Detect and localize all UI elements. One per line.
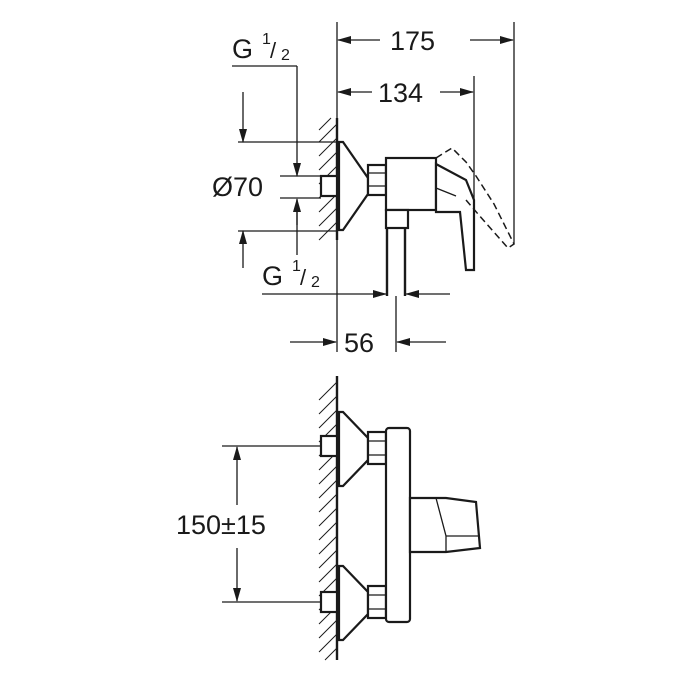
outlet-thread-label: G 1 / 2 — [262, 258, 450, 298]
lever-handle-side — [434, 162, 476, 272]
outlet-offset-value: 56 — [344, 328, 374, 358]
mixer-body-side — [384, 156, 438, 212]
depth-to-outlet-value: 134 — [378, 78, 423, 108]
inlet-thread-slash: / — [270, 38, 277, 63]
overall-depth-value: 175 — [390, 26, 435, 56]
inlet-pipe-side — [319, 174, 339, 198]
lever-handle-front — [408, 496, 482, 554]
outlet-thread-num: 1 — [292, 258, 301, 275]
wall-front — [318, 376, 339, 661]
hex-nut-side — [366, 163, 388, 197]
escutcheon-diameter-dim: Ø70 — [212, 92, 337, 268]
upper-inlet-front — [319, 410, 388, 488]
escutcheon-side — [337, 140, 370, 232]
side-view: G 1 / 2 Ø70 175 — [212, 22, 515, 358]
outlet-thread-den: 2 — [311, 274, 320, 291]
inlet-thread-label: G 1 / 2 — [232, 31, 301, 255]
outlet-block-side — [384, 208, 410, 230]
depth-to-outlet-dim: 134 — [337, 76, 475, 200]
mixer-body-front — [384, 426, 412, 624]
escutcheon-diameter-value: Ø70 — [212, 172, 263, 202]
lever-swing-outline — [435, 147, 515, 249]
overall-depth-dim: 175 — [336, 22, 515, 244]
inlet-spacing-dim: 150±15 — [176, 445, 321, 603]
inlet-thread-den: 2 — [281, 47, 290, 64]
front-view: 150±15 — [176, 376, 482, 661]
inlet-thread-base: G — [232, 34, 253, 64]
outlet-thread-base: G — [262, 261, 283, 291]
inlet-spacing-value: 150±15 — [176, 510, 266, 540]
outlet-thread-slash: / — [300, 265, 307, 290]
inlet-thread-num: 1 — [262, 31, 271, 48]
outlet-offset-dim: 56 — [290, 240, 446, 358]
lower-inlet-front — [319, 564, 388, 642]
